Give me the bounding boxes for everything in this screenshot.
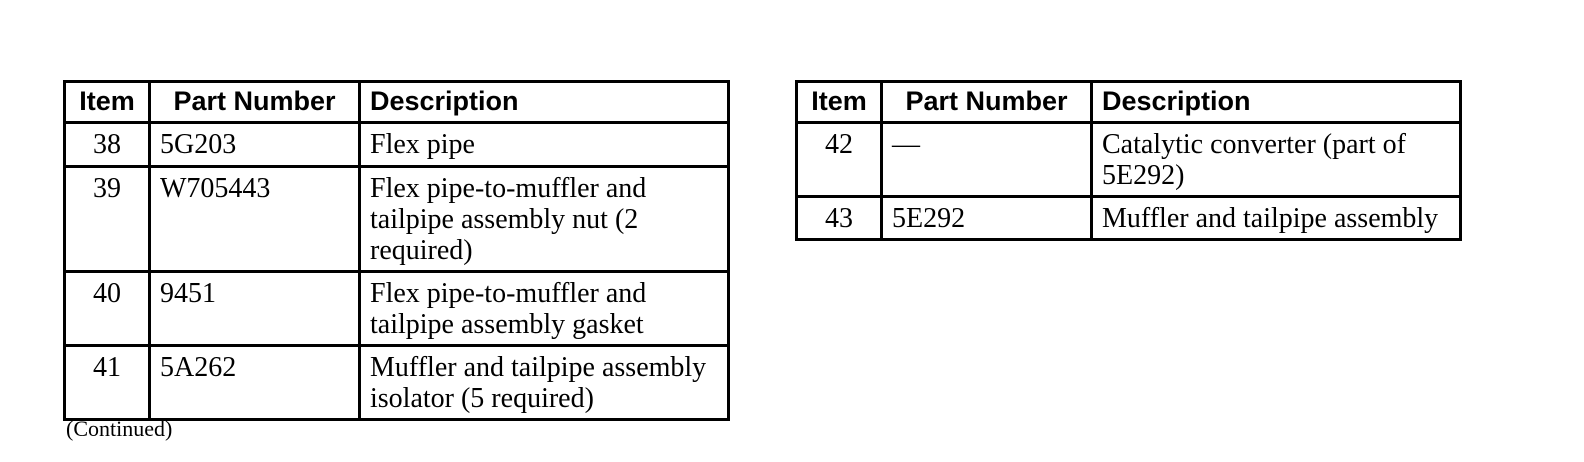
table-header-row: Item Part Number Description [795,80,1462,124]
part-description: Muffler and tailpipe assembly isolator (… [358,344,730,421]
part-description: Flex pipe-to-muffler and tailpipe assemb… [358,165,730,273]
parts-table-right: Item Part Number Description 42 — Cataly… [795,80,1462,241]
table-row: 41 5A262 Muffler and tailpipe assembly i… [63,344,730,421]
table-row: 43 5E292 Muffler and tailpipe assembly [795,195,1462,241]
item-number: 42 [795,121,883,198]
table-row: 40 9451 Flex pipe-to-muffler and tailpip… [63,270,730,347]
part-description: Muffler and tailpipe assembly [1090,195,1462,241]
item-number: 39 [63,165,151,273]
part-number: W705443 [148,165,361,273]
part-description: Flex pipe-to-muffler and tailpipe assemb… [358,270,730,347]
column-header-item: Item [63,80,151,124]
part-description: Catalytic converter (part of 5E292) [1090,121,1462,198]
part-number: 9451 [148,270,361,347]
part-description: Flex pipe [358,121,730,168]
item-number: 40 [63,270,151,347]
part-number: 5G203 [148,121,361,168]
continued-note: (Continued) [66,416,173,441]
part-number: — [880,121,1093,198]
table-row: 42 — Catalytic converter (part of 5E292) [795,121,1462,198]
item-number: 38 [63,121,151,168]
parts-table-left: Item Part Number Description 38 5G203 Fl… [63,80,730,421]
column-header-part-number: Part Number [148,80,361,124]
part-number: 5E292 [880,195,1093,241]
column-header-description: Description [1090,80,1462,124]
table-row: 38 5G203 Flex pipe [63,121,730,168]
table-row: 39 W705443 Flex pipe-to-muffler and tail… [63,165,730,273]
column-header-item: Item [795,80,883,124]
column-header-part-number: Part Number [880,80,1093,124]
part-number: 5A262 [148,344,361,421]
table-header-row: Item Part Number Description [63,80,730,124]
item-number: 41 [63,344,151,421]
item-number: 43 [795,195,883,241]
column-header-description: Description [358,80,730,124]
